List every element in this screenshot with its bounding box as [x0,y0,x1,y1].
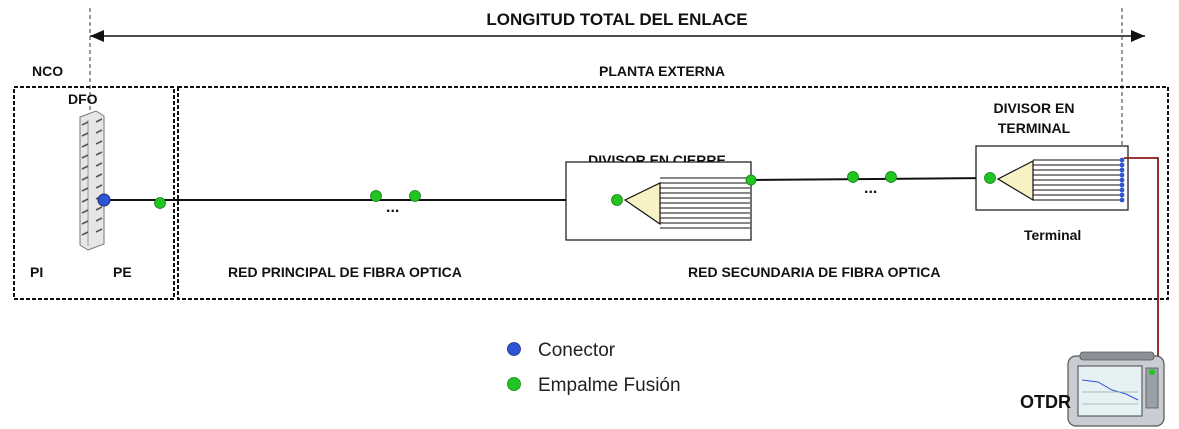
main-network-label: RED PRINCIPAL DE FIBRA OPTICA [228,264,462,280]
secondary-fiber-line [749,177,991,181]
legend-connector-marker [507,342,521,356]
otdr-lead-fiber [1124,157,1159,373]
legend-connector-label: Conector [538,340,616,361]
closure-output-fibers [660,177,750,229]
splitter-terminal-label-line1: DIVISOR EN [994,100,1075,116]
fusion-splice-terminal-input [984,172,996,184]
otdr-device: OTDR [1020,351,1165,427]
fusion-splice-1 [154,197,166,209]
splitter-terminal-label-line2: TERMINAL [998,120,1071,136]
nco-label: NCO [32,63,63,79]
total-length-label: LONGITUD TOTAL DEL ENLACE [486,10,747,29]
fusion-splice-2 [370,190,382,202]
dfo-rack: DFO [68,91,105,251]
terminal-label: Terminal [1024,227,1081,243]
secondary-network-label: RED SECUNDARIA DE FIBRA OPTICA [688,264,941,280]
dfo-label: DFO [68,91,98,107]
total-length-dimension: LONGITUD TOTAL DEL ENLACE [90,10,1145,42]
legend: Conector Empalme Fusión [507,340,681,396]
external-plant-label: PLANTA EXTERNA [599,63,725,79]
fusion-splice-5 [885,171,897,183]
pe-label: PE [113,264,132,280]
pi-label: PI [30,264,43,280]
nco-box [13,86,175,300]
terminal-connectors [1119,157,1125,203]
splitter-terminal: DIVISOR EN TERMINAL Terminal [975,100,1129,243]
fusion-splice-4 [847,171,859,183]
fusion-splice-closure-input [611,194,623,206]
ellipsis-secondary: ... [864,180,877,197]
fusion-splice-closure-output [745,174,757,186]
connector-dfo [97,193,111,207]
external-plant-box [177,86,1169,300]
otdr-label: OTDR [1020,392,1071,412]
legend-fusion-splice-label: Empalme Fusión [538,375,681,396]
terminal-output-fibers [1033,159,1122,201]
legend-fusion-splice-marker [507,377,521,391]
fusion-splice-3 [409,190,421,202]
splitter-closure: DIVISOR EN CIERRE [565,152,752,241]
ellipsis-main: ... [386,199,399,216]
